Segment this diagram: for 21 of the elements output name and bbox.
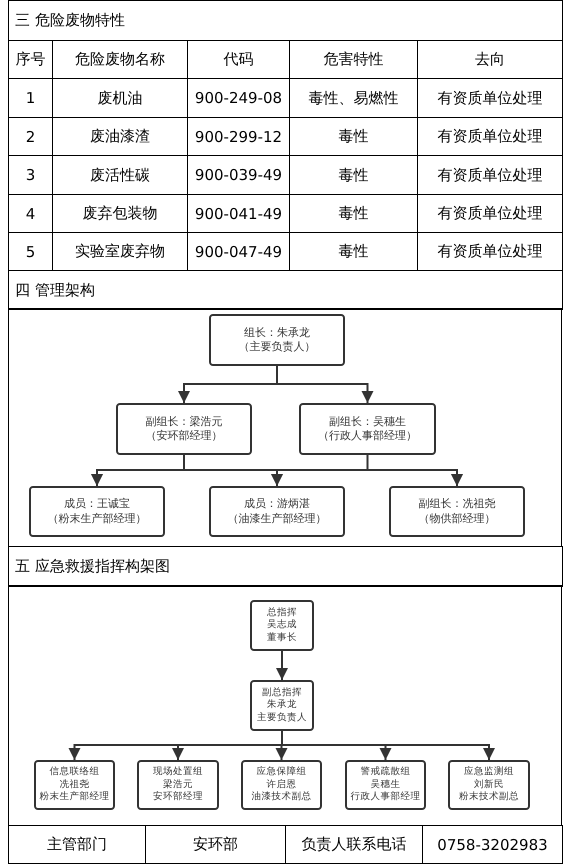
org-box: 应急保障组 许启恩 油漆技术副总	[241, 760, 322, 810]
org-box: 信息联络组 冼祖尧 粉末生产部经理	[34, 760, 115, 810]
section-heading: 三 危险废物特性	[8, 0, 563, 41]
org-box: 现场处置组 梁浩元 安环部经理	[137, 760, 219, 810]
connector-arrow	[366, 455, 463, 486]
org-box: 成员：游炳湛 （油漆生产部经理）	[209, 486, 345, 537]
org-box: 成员：王诚宝 （粉末生产部经理）	[29, 486, 165, 537]
section-heading: 五 应急救援指挥构架图	[8, 546, 563, 587]
field-value: 0758-3202983	[422, 825, 563, 864]
org-box: 副组长：冼祖尧 （物供部经理）	[389, 486, 525, 537]
org-box: 副组长：吴穗生 （行政人事部经理）	[299, 403, 436, 455]
org-box: 组长：朱承龙 （主要负责人）	[209, 314, 345, 366]
connector-arrow	[276, 651, 288, 680]
org-box: 总指挥 吴志成 董事长	[250, 600, 314, 651]
section-heading: 四 管理架构	[8, 270, 563, 310]
org-box: 应急监测组 刘新民 粉末技术副总	[448, 760, 530, 810]
org-box: 副总指挥 朱承龙 主要负责人	[250, 680, 314, 731]
field-label: 主管部门	[8, 825, 146, 864]
org-box: 警戒疏散组 吴穗生 行政人事部经理	[345, 760, 426, 810]
connector-arrow	[276, 366, 374, 403]
org-box: 副组长：梁浩元 （安环部经理）	[116, 403, 252, 455]
